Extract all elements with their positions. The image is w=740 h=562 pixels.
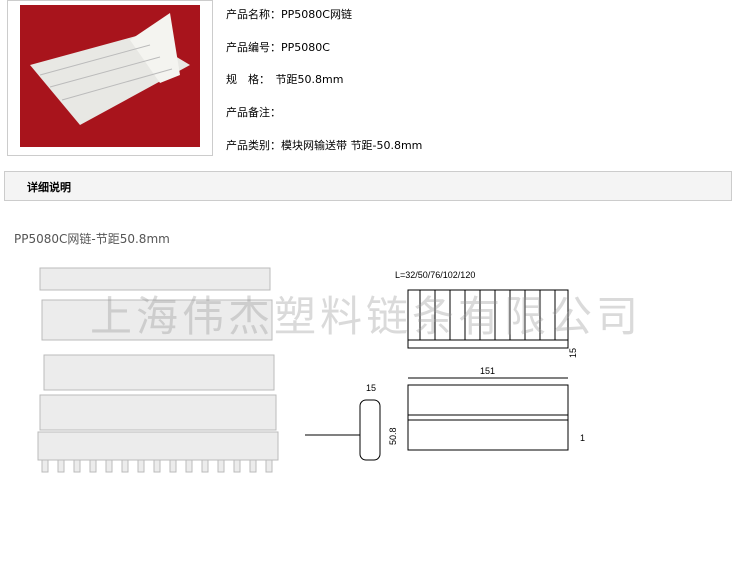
thickness-label: 1 xyxy=(580,433,585,443)
length-label: L=32/50/76/102/120 xyxy=(395,270,475,280)
product-note: 产品备注： xyxy=(226,106,281,119)
chain-image xyxy=(30,13,190,125)
width-label: 151 xyxy=(480,366,495,376)
product-spec: 规 格： 节距50.8mm xyxy=(226,73,344,86)
product-name: 产品名称：PP5080C网链 xyxy=(226,8,352,21)
product-code: 产品编号：PP5080C xyxy=(226,41,330,54)
product-thumbnail[interactable] xyxy=(7,0,213,156)
product-category: 产品类别：模块网输送带 节距-50.8mm xyxy=(226,139,423,152)
side-label: 15 xyxy=(366,383,376,393)
section-title: 详细说明 xyxy=(27,181,71,194)
detail-section-header: 详细说明 xyxy=(4,171,732,201)
product-diagram: L=32/50/76/102/120 15 15 151 50.8 1 xyxy=(30,260,650,485)
pitch-label: 50.8 xyxy=(388,427,398,445)
image-caption: PP5080C网链-节距50.8mm xyxy=(14,232,170,246)
product-photo xyxy=(20,5,200,147)
height-label: 15 xyxy=(568,348,578,358)
watermark: 上海伟杰塑料链条有限公司 xyxy=(90,292,643,341)
